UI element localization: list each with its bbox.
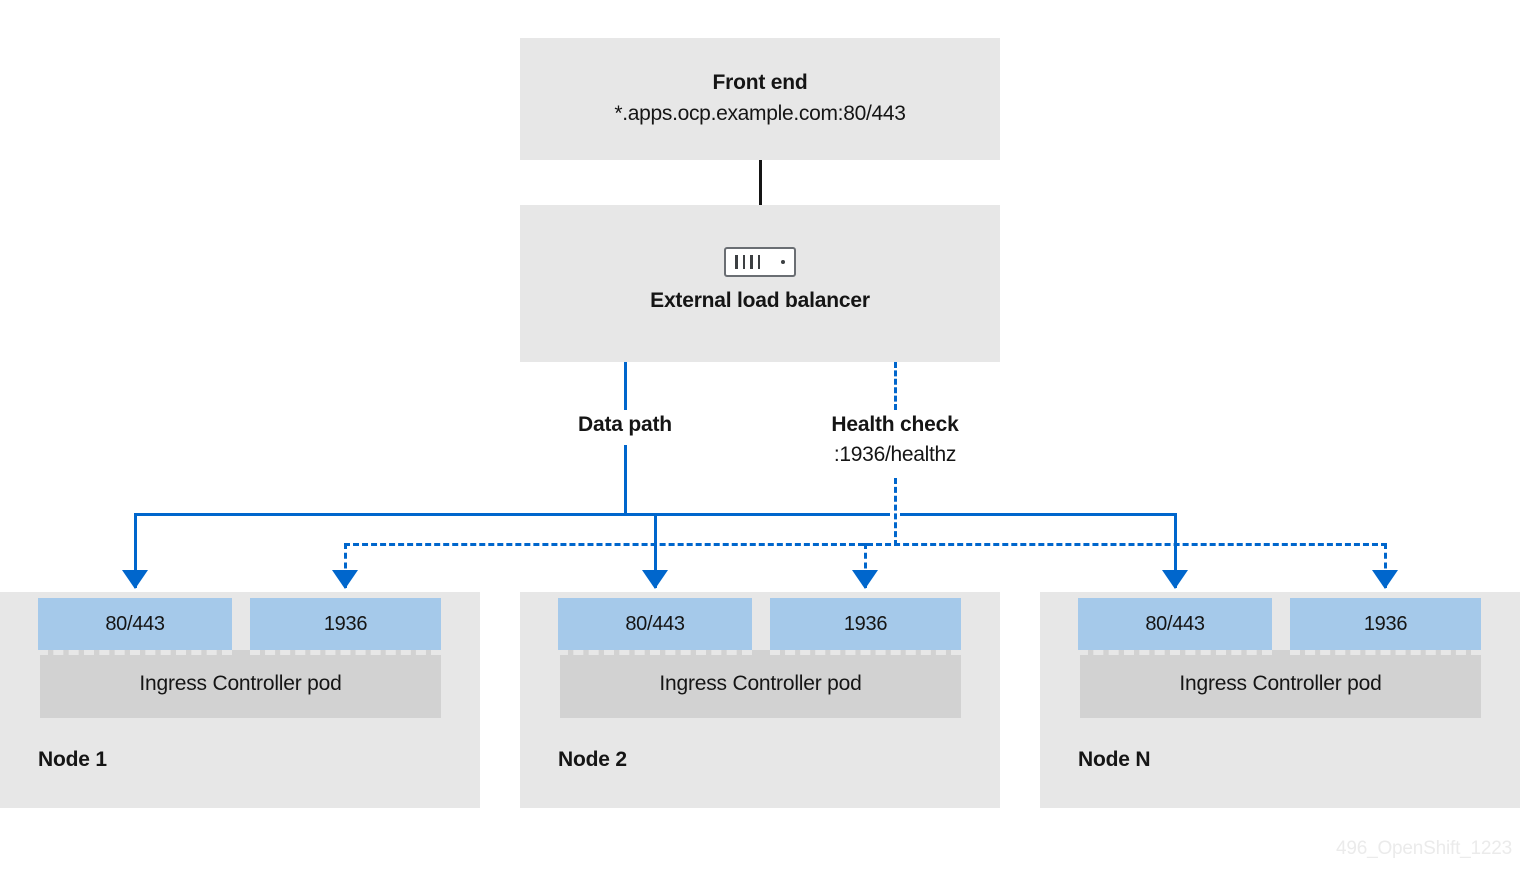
load-balancer-icon-bar	[735, 255, 738, 269]
pod-separator-http	[558, 650, 752, 655]
frontend-subtitle: *.apps.ocp.example.com:80/443	[614, 102, 906, 125]
arrowhead-data-node2	[642, 570, 668, 589]
node-port-stats: 1936	[250, 598, 441, 650]
arrowhead-health-node1	[332, 570, 358, 589]
health-check-line-lower	[894, 478, 897, 546]
data-path-drop-node2	[654, 513, 657, 588]
health-check-label: Health check :1936/healthz	[775, 411, 1015, 471]
load-balancer-icon-bar	[757, 255, 760, 269]
watermark: 496_OpenShift_1223	[1335, 838, 1512, 859]
pod-separator-stats	[770, 650, 961, 655]
load-balancer-icon-bar	[750, 255, 753, 269]
load-balancer-box: External load balancer	[520, 205, 1000, 362]
data-path-drop-noden	[1174, 513, 1177, 588]
health-check-drop-noden	[1384, 543, 1387, 588]
load-balancer-icon-bar	[742, 255, 745, 269]
load-balancer-icon	[724, 247, 796, 277]
arrowhead-data-node1	[122, 570, 148, 589]
data-path-drop-node1	[134, 513, 137, 588]
ingress-controller-pod: Ingress Controller pod	[40, 650, 441, 718]
frontend-box: Front end *.apps.ocp.example.com:80/443	[520, 38, 1000, 160]
data-path-title: Data path	[578, 413, 672, 436]
arrowhead-health-noden	[1372, 570, 1398, 589]
pod-separator-stats	[1290, 650, 1481, 655]
ingress-controller-pod: Ingress Controller pod	[560, 650, 961, 718]
node-box-n: 80/443 1936 Ingress Controller pod Node …	[1040, 592, 1520, 808]
health-check-drop-node1	[344, 543, 347, 588]
frontend-to-lb-connector	[759, 160, 762, 205]
node-label-n: Node N	[1078, 748, 1151, 771]
node-label-1: Node 1	[38, 748, 107, 771]
arrowhead-data-noden	[1162, 570, 1188, 589]
health-check-line-upper	[894, 362, 897, 410]
frontend-title: Front end	[712, 71, 808, 94]
data-path-bus-left	[134, 513, 890, 516]
node-port-stats: 1936	[770, 598, 961, 650]
data-path-line-lower	[624, 445, 627, 515]
data-path-label: Data path	[505, 411, 745, 439]
data-path-line-upper	[624, 362, 627, 410]
pod-separator-http	[1078, 650, 1272, 655]
node-label-2: Node 2	[558, 748, 627, 771]
load-balancer-icon-dot	[781, 260, 785, 264]
data-path-bus-right	[900, 513, 1177, 516]
node-box-2: 80/443 1936 Ingress Controller pod Node …	[520, 592, 1000, 808]
health-check-subtitle: :1936/healthz	[833, 443, 957, 466]
arrowhead-health-node2	[852, 570, 878, 589]
node-port-stats: 1936	[1290, 598, 1481, 650]
pod-separator-http	[38, 650, 232, 655]
ingress-controller-pod: Ingress Controller pod	[1080, 650, 1481, 718]
pod-separator-stats	[250, 650, 441, 655]
node-port-http: 80/443	[558, 598, 752, 650]
load-balancer-label: External load balancer	[650, 289, 870, 312]
node-box-1: 80/443 1936 Ingress Controller pod Node …	[0, 592, 480, 808]
node-port-http: 80/443	[38, 598, 232, 650]
health-check-title: Health check	[831, 413, 959, 436]
health-check-drop-node2	[864, 543, 867, 588]
node-port-http: 80/443	[1078, 598, 1272, 650]
